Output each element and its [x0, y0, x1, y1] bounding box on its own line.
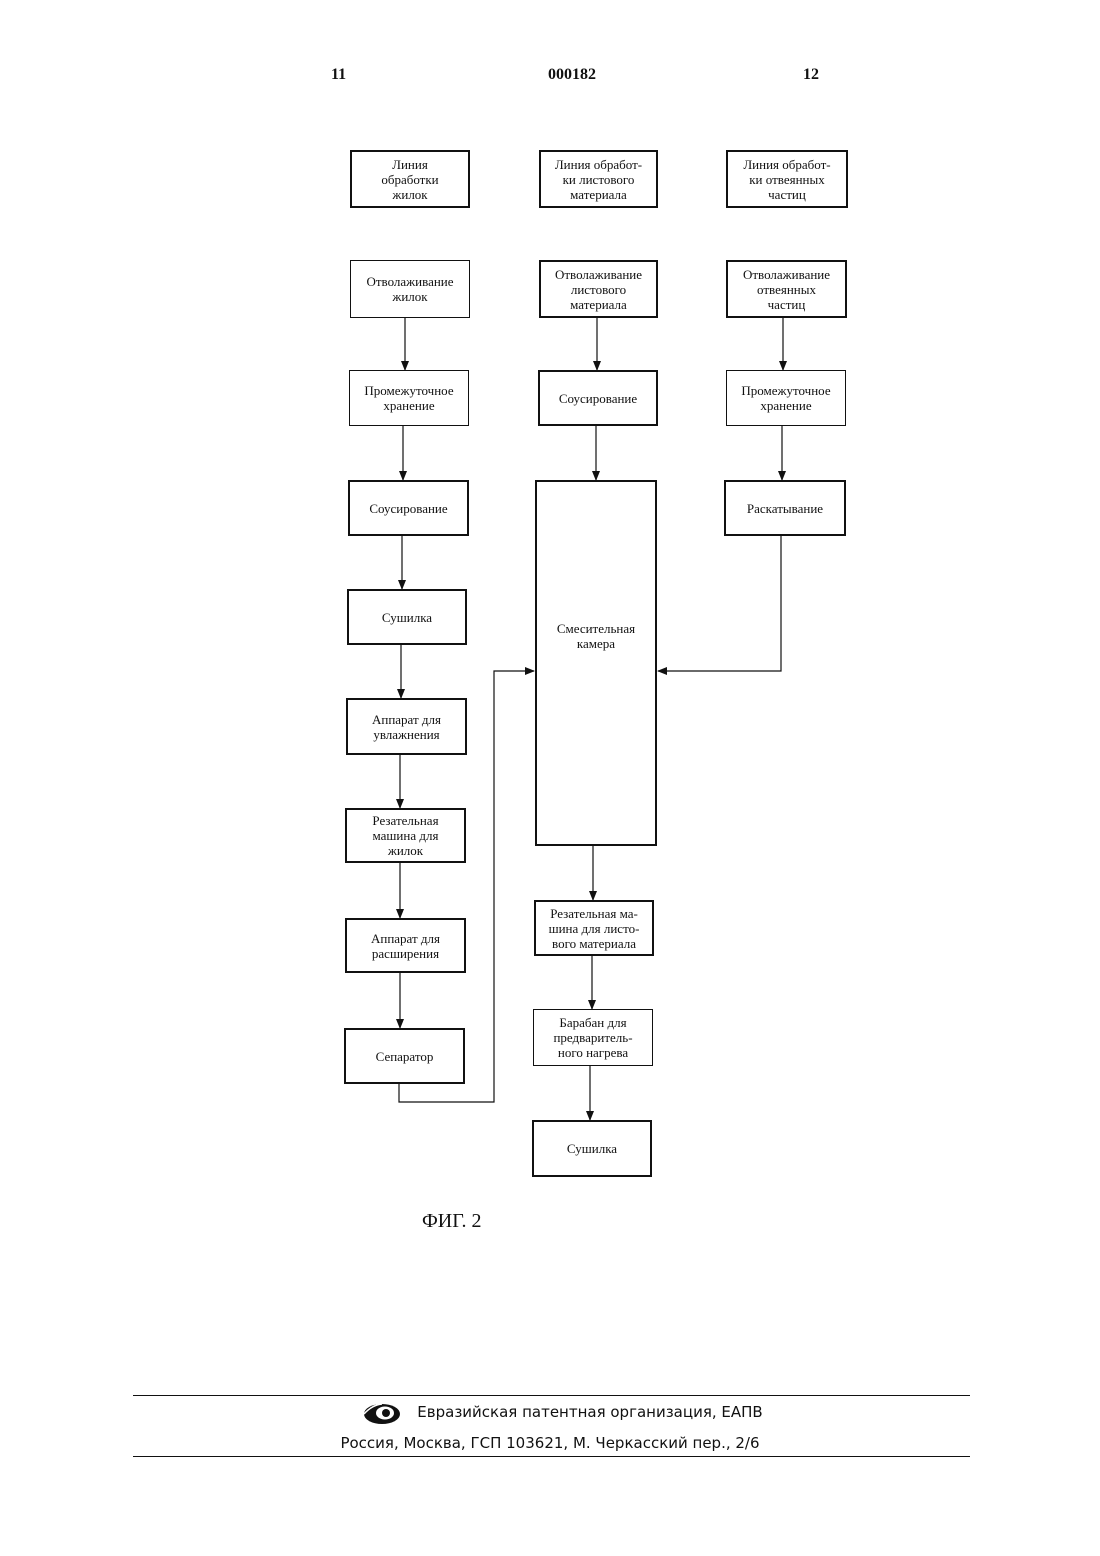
veins-dryer-box: Сушилка: [347, 589, 467, 645]
veins-humidifier-label: Аппарат для увлажнения: [372, 712, 441, 742]
veins-dryer-label: Сушилка: [382, 610, 432, 625]
sheet-dryer-box: Сушилка: [532, 1120, 652, 1177]
footer-bottom-rule: [133, 1456, 970, 1457]
winnowed-conditioning-label: Отволаживание отвеянных частиц: [743, 267, 830, 312]
veins-cutter-box: Резательная машина для жилок: [345, 808, 466, 863]
veins-humidifier-box: Аппарат для увлажнения: [346, 698, 467, 755]
line-veins-box: Линия обработки жилок: [350, 150, 470, 208]
footer-top-rule: [133, 1395, 970, 1396]
sheet-dryer-label: Сушилка: [567, 1141, 617, 1156]
veins-conditioning-box: Отволаживание жилок: [350, 260, 470, 318]
sheet-cutter-box: Резательная ма- шина для листо- вого мат…: [534, 900, 654, 956]
line-winnowed-box: Линия обработ- ки отвеянных частиц: [726, 150, 848, 208]
arrow-rolling-to-mixing-chamber: [658, 536, 781, 671]
sheet-conditioning-box: Отволаживание листового материала: [539, 260, 658, 318]
sheet-cutter-label: Резательная ма- шина для листо- вого мат…: [549, 906, 640, 951]
line-veins-label: Линия обработки жилок: [381, 157, 438, 202]
veins-cutter-label: Резательная машина для жилок: [372, 813, 438, 858]
veins-expander-label: Аппарат для расширения: [371, 931, 440, 961]
preheat-drum-box: Барабан для предваритель- ного нагрева: [533, 1009, 653, 1066]
separator-label: Сепаратор: [376, 1049, 434, 1064]
footer-address: Россия, Москва, ГСП 103621, М. Черкасски…: [0, 1434, 1100, 1452]
veins-expander-box: Аппарат для расширения: [345, 918, 466, 973]
sheet-conditioning-label: Отволаживание листового материала: [555, 267, 642, 312]
winnowed-storage-label: Промежуточное хранение: [741, 383, 830, 413]
mixing-chamber-box: Смесительная камера: [535, 480, 657, 846]
preheat-drum-label: Барабан для предваритель- ного нагрева: [553, 1015, 632, 1060]
veins-conditioning-label: Отволаживание жилок: [366, 274, 453, 304]
figure-caption: ФИГ. 2: [422, 1210, 482, 1233]
line-sheet-box: Линия обработ- ки листового материала: [539, 150, 658, 208]
footer-organization: Евразийская патентная организация, ЕАПВ: [0, 1403, 1100, 1421]
line-winnowed-label: Линия обработ- ки отвеянных частиц: [743, 157, 830, 202]
separator-box: Сепаратор: [344, 1028, 465, 1084]
veins-casing-label: Соусирование: [369, 501, 447, 516]
sheet-casing-label: Соусирование: [559, 391, 637, 406]
winnowed-rolling-label: Раскатывание: [747, 501, 823, 516]
veins-storage-label: Промежуточное хранение: [364, 383, 453, 413]
sheet-casing-box: Соусирование: [538, 370, 658, 426]
winnowed-conditioning-box: Отволаживание отвеянных частиц: [726, 260, 847, 318]
mixing-chamber-label: Смесительная камера: [557, 621, 635, 651]
winnowed-rolling-box: Раскатывание: [724, 480, 846, 536]
line-sheet-label: Линия обработ- ки листового материала: [555, 157, 642, 202]
veins-storage-box: Промежуточное хранение: [349, 370, 469, 426]
winnowed-storage-box: Промежуточное хранение: [726, 370, 846, 426]
veins-casing-box: Соусирование: [348, 480, 469, 536]
